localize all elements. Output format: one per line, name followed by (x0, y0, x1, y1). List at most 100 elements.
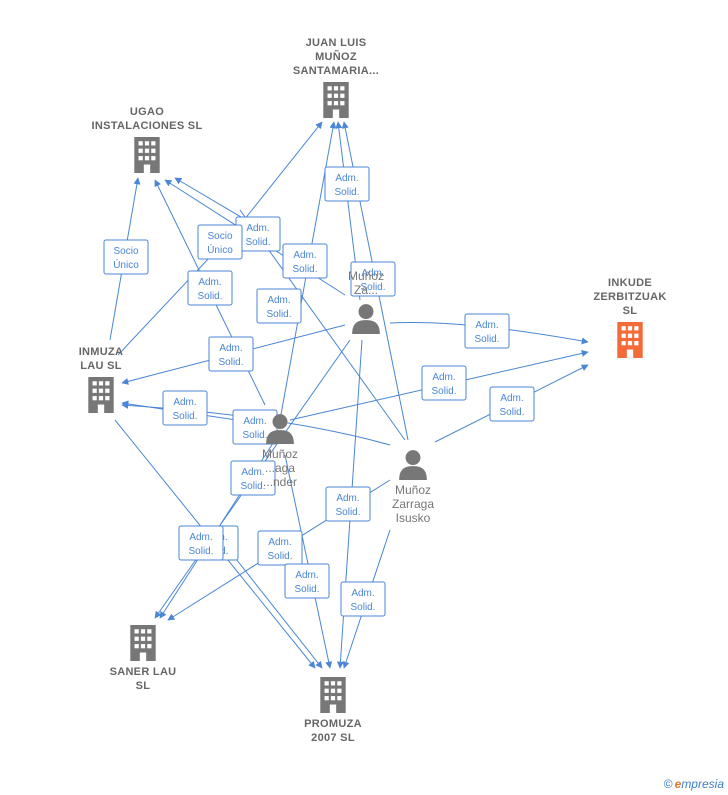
edge-line (224, 544, 323, 669)
edge-label-box[interactable]: Adm.Solid. (187, 270, 233, 306)
edge-label-text: Solid. (294, 584, 319, 595)
edge-label-text: Solid. (242, 430, 267, 441)
edge-label-text: Adm. (246, 223, 269, 234)
edge-label-box[interactable]: Adm.Solid. (284, 563, 330, 599)
edge-label-text: Adm. (198, 277, 221, 288)
building-icon (320, 677, 346, 713)
edge-label-text: Solid. (266, 309, 291, 320)
edge-label-box[interactable]: Adm.Solid. (350, 261, 396, 297)
edge-label-box[interactable]: Adm.Solid. (464, 313, 510, 349)
node-label-line: ZERBITZUAK (593, 291, 666, 303)
edge-label-box[interactable]: Adm.Solid. (162, 390, 208, 426)
node-label-line: Muñoz (262, 447, 298, 461)
node-label-line: PROMUZA (304, 718, 362, 730)
node-juan-luis[interactable]: JUAN LUISMUÑOZSANTAMARIA... (293, 37, 379, 118)
edge-label-text: Adm. (268, 537, 291, 548)
edge-label-frame (350, 261, 396, 297)
edge-label-text: Solid. (350, 602, 375, 613)
edge-label-box[interactable]: Adm.Solid. (324, 166, 370, 202)
edge-label-frame (257, 530, 303, 566)
edge-label-frame (208, 336, 254, 372)
edge-label-text: Solid. (267, 551, 292, 562)
edge-label-text: Solid. (188, 546, 213, 557)
edge-label-text: Adm. (361, 268, 384, 279)
building-icon (130, 625, 156, 661)
edge-label-box[interactable]: Adm.Solid. (178, 525, 224, 561)
edge-label-frame (464, 313, 510, 349)
edge-label-box[interactable]: Adm. Solid. (282, 243, 328, 279)
edge-label-box[interactable]: Adm. Solid. (208, 336, 254, 372)
person-icon (399, 450, 427, 480)
edge-label-text: Solid. (335, 507, 360, 518)
edge-label-frame (325, 486, 371, 522)
edge-label-text: Adm. (241, 467, 264, 478)
node-label-line: 2007 SL (311, 732, 355, 744)
edge-label-text: Adm. (500, 393, 523, 404)
person-icon (352, 304, 380, 334)
node-label-line: ...nder (263, 475, 297, 489)
edge-label-text: Único (207, 243, 233, 256)
edge-label-text: Adm. (351, 588, 374, 599)
edge-label-text: Socio (207, 231, 232, 242)
edge-label-frame (282, 243, 328, 279)
edge-label-text: Adm. (336, 493, 359, 504)
node-label-line: SANTAMARIA... (293, 65, 379, 77)
node-label-line: Muñoz (395, 483, 431, 497)
edge-label-text: Solid. (245, 237, 270, 248)
edge-label-text: Solid. (499, 407, 524, 418)
edge-label-text: Adm. (219, 343, 242, 354)
edge-label-text: Solid. (474, 334, 499, 345)
edge-label-box[interactable]: Adm. Solid. (257, 530, 303, 566)
edge-label-box[interactable]: Adm. Solid. (256, 288, 302, 324)
node-p-top[interactable]: MuñozZa... (348, 269, 384, 334)
node-label-line: INKUDE (608, 277, 652, 289)
node-p-mid[interactable]: Muñoz...aga...nder (262, 414, 298, 489)
node-label-line: Za... (354, 283, 378, 297)
edge-label-box[interactable]: Adm. Solid. (232, 409, 278, 445)
edge-label-frame (178, 525, 224, 561)
edge-label-text: Adm. (432, 372, 455, 383)
edge-label-text: Solid. (334, 187, 359, 198)
edge-label-box[interactable]: Adm. Solid. (325, 486, 371, 522)
node-label-line: INSTALACIONES SL (92, 120, 203, 132)
edge-label-text: Solid. (218, 357, 243, 368)
edge-label-text: Solid. (431, 386, 456, 397)
edge-label-frame (340, 581, 386, 617)
edge-label-box[interactable]: Adm. Solid. (421, 365, 467, 401)
edge-label-box[interactable]: Adm. Solid. (340, 581, 386, 617)
edge-label-box[interactable]: Adm. Solid. (230, 460, 276, 496)
node-label-line: ...aga (265, 461, 295, 475)
edge-label-frame (103, 239, 149, 275)
edge-labels-layer: Adm. Solid. Adm. Solid. Adm. Solid. Adm. Solid.… (103, 166, 535, 617)
edge-label-frame (256, 288, 302, 324)
node-label-line: MUÑOZ (315, 50, 357, 63)
brand-logo-rest: mpresia (681, 777, 724, 791)
watermark: ©empresia (664, 777, 724, 791)
copyright-symbol: © (663, 777, 673, 791)
edge-label-text: Solid. (292, 264, 317, 275)
edge-label-frame (230, 460, 276, 496)
node-promuza[interactable]: PROMUZA 2007 SL (304, 677, 362, 744)
building-icon (134, 137, 160, 173)
edge-label-text: Socio (113, 246, 138, 257)
edge-label-box[interactable]: Adm. Solid. (489, 386, 535, 422)
edge-label-text: Adm. (293, 250, 316, 261)
edge-label-text: Adm. (173, 397, 196, 408)
node-label-line: Isusko (396, 511, 431, 525)
edge-label-text: Solid. (240, 481, 265, 492)
edge-label-box[interactable]: Adm. Solid. (235, 216, 281, 252)
edge-label-text: Adm. (267, 295, 290, 306)
node-label-line: INMUZA (79, 346, 124, 358)
node-label-line: SANER LAU (110, 666, 177, 678)
edge-label-text: Adm. (243, 416, 266, 427)
edge-line (284, 454, 333, 669)
edge-label-frame (284, 563, 330, 599)
